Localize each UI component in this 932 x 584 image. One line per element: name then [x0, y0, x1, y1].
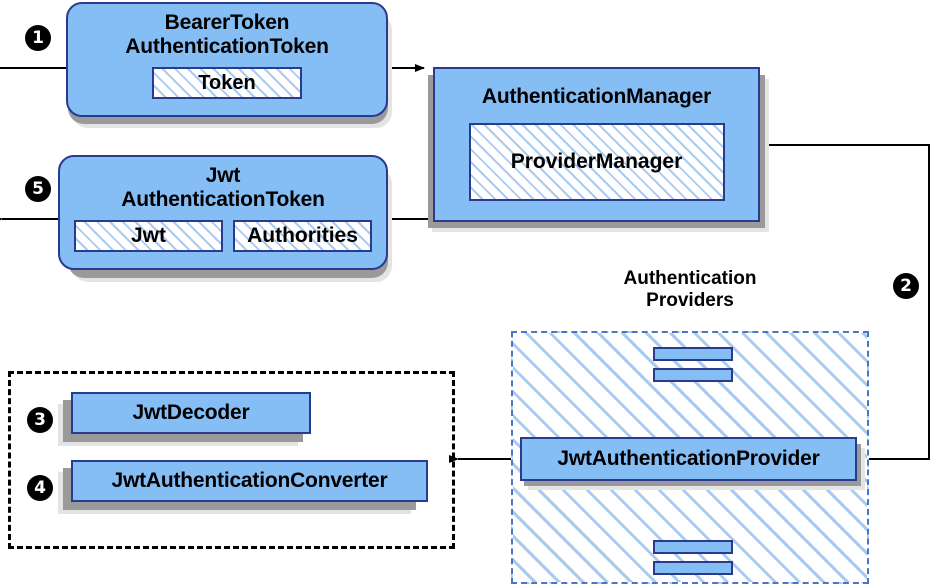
- provider-manager-inner-box[interactable]: ProviderManager: [468, 122, 725, 201]
- jwt-token-title: Jwt AuthenticationToken: [121, 164, 325, 211]
- step-badge-5-number: 5: [32, 179, 44, 199]
- provider-stack-bar-top-2: [653, 368, 733, 382]
- bearer-token-title: BearerToken AuthenticationToken: [125, 11, 329, 58]
- jwt-token-title-line2: AuthenticationToken: [121, 187, 325, 211]
- step-badge-4: 4: [28, 476, 52, 500]
- authentication-providers-label-line1: Authentication: [623, 268, 757, 289]
- step-badge-2: 2: [894, 274, 918, 298]
- jwt-token-title-line1: Jwt: [205, 164, 241, 187]
- provider-stack-bar-bottom-2: [653, 561, 733, 575]
- jwt-decoder-label: JwtDecoder: [132, 401, 250, 425]
- jwt-inner-box[interactable]: Jwt: [74, 220, 223, 253]
- authentication-manager-title: AuthenticationManager: [481, 85, 712, 108]
- authentication-providers-label: Authentication Providers: [560, 268, 820, 312]
- step-badge-4-number: 4: [34, 478, 46, 498]
- token-label: Token: [198, 71, 256, 94]
- provider-manager-label: ProviderManager: [510, 149, 683, 173]
- provider-stack-bar-top-1: [653, 347, 733, 361]
- bearer-token-title-line2: AuthenticationToken: [125, 34, 329, 58]
- jwt-authentication-provider-node[interactable]: JwtAuthenticationProvider: [520, 437, 857, 481]
- step-badge-5: 5: [26, 177, 50, 201]
- step-badge-1-number: 1: [32, 28, 44, 48]
- bearer-token-authentication-token-node[interactable]: BearerToken AuthenticationToken Token: [66, 2, 388, 117]
- bearer-token-title-line1: BearerToken: [164, 11, 290, 34]
- jwt-authentication-converter-label: JwtAuthenticationConverter: [111, 469, 388, 493]
- jwt-support-group: [8, 371, 455, 549]
- authorities-inner-box[interactable]: Authorities: [233, 220, 372, 253]
- step-badge-3-number: 3: [34, 410, 46, 430]
- jwt-decoder-node[interactable]: JwtDecoder: [71, 392, 311, 434]
- jwt-authentication-converter-node[interactable]: JwtAuthenticationConverter: [71, 460, 428, 502]
- token-inner-box[interactable]: Token: [152, 67, 302, 100]
- authorities-label: Authorities: [247, 224, 358, 248]
- authentication-manager-node[interactable]: AuthenticationManager ProviderManager: [433, 67, 760, 222]
- authentication-providers-label-line2: Providers: [646, 289, 734, 311]
- provider-stack-bar-bottom-1: [653, 540, 733, 554]
- jwt-authentication-token-node[interactable]: Jwt AuthenticationToken Jwt Authorities: [58, 155, 388, 270]
- jwt-label: Jwt: [130, 224, 166, 248]
- step-badge-2-number: 2: [900, 276, 912, 296]
- step-badge-3: 3: [28, 408, 52, 432]
- jwt-authentication-provider-label: JwtAuthenticationProvider: [557, 447, 820, 471]
- step-badge-1: 1: [26, 26, 50, 50]
